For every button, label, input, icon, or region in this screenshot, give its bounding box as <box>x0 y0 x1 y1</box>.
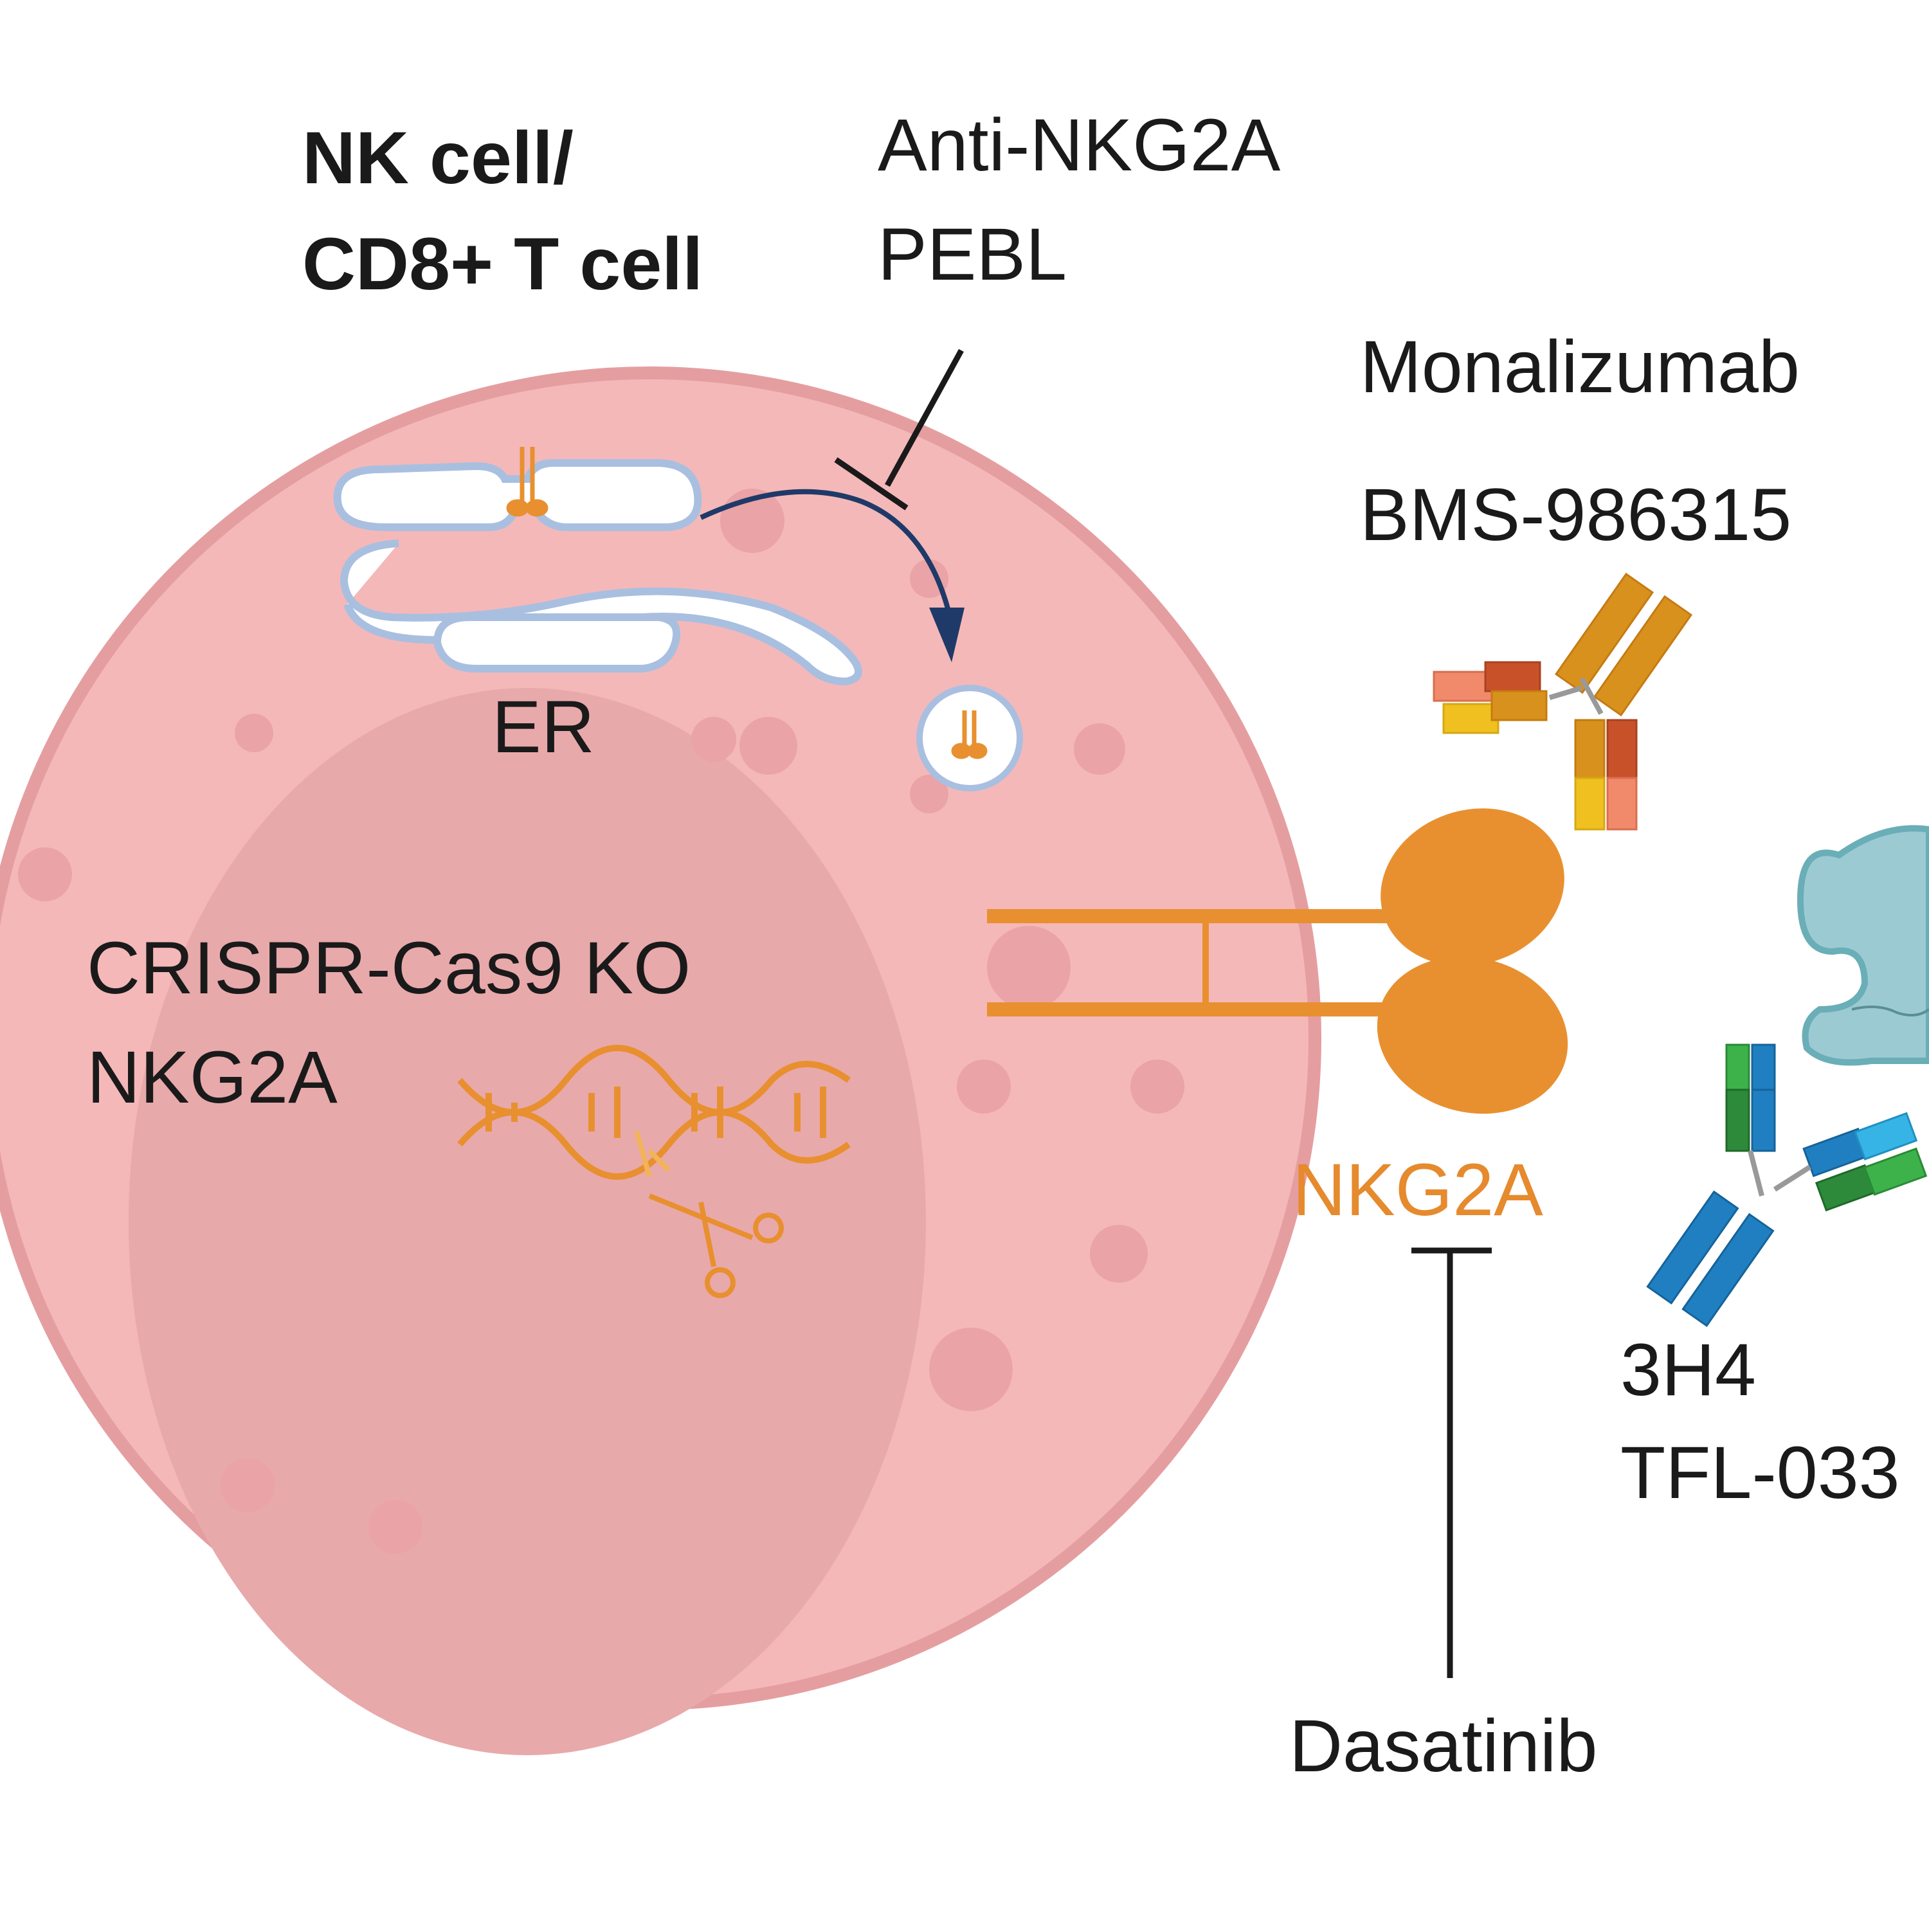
cell-title-line2: CD8+ T cell <box>302 223 703 305</box>
er-receptor-icon <box>506 447 548 517</box>
er-cisterna-1 <box>333 459 702 531</box>
dna-cut-fragment <box>634 1130 671 1178</box>
anti-nkg2a-antibody-icon <box>1646 1043 1928 1328</box>
nucleus <box>129 688 926 1755</box>
dna-icon <box>457 1045 851 1180</box>
antibody2-label-line2: TFL-033 <box>1620 1432 1900 1514</box>
crispr-label-line2: NKG2A <box>87 1036 338 1119</box>
nkg2a-receptor <box>987 808 1568 1114</box>
bms-label: BMS-986315 <box>1360 474 1791 556</box>
er-organelle <box>333 459 862 686</box>
crispr-label-line1: CRISPR-Cas9 KO <box>87 927 691 1009</box>
scissors-icon <box>648 1193 784 1298</box>
transport-arrowhead <box>929 608 964 662</box>
dasatinib-inhibition-line <box>1411 1247 1492 1678</box>
nkg2a-domain-bottom <box>1377 956 1568 1114</box>
er-label: ER <box>492 686 595 768</box>
hla-e-ligand-icon <box>1797 825 1929 1066</box>
pebl-label-line2: PEBL <box>878 213 1067 296</box>
nkg2a-label: NKG2A <box>1292 1149 1543 1231</box>
monalizumab-label: Monalizumab <box>1360 326 1800 408</box>
er-cisterna-3 <box>433 613 681 673</box>
cell-title-line1: NK cell/ <box>302 117 574 199</box>
monalizumab-antibody-icon <box>1433 572 1693 831</box>
vesicle-receptor-icon <box>951 710 988 759</box>
vesicle <box>916 685 1023 791</box>
pebl-inhibition-line <box>834 348 964 510</box>
pebl-label-line1: Anti-NKG2A <box>878 104 1281 186</box>
antibody2-label-line1: 3H4 <box>1620 1329 1756 1411</box>
nkg2a-domain-top <box>1381 808 1564 966</box>
dasatinib-label: Dasatinib <box>1289 1705 1597 1787</box>
transport-arrow <box>700 489 951 612</box>
